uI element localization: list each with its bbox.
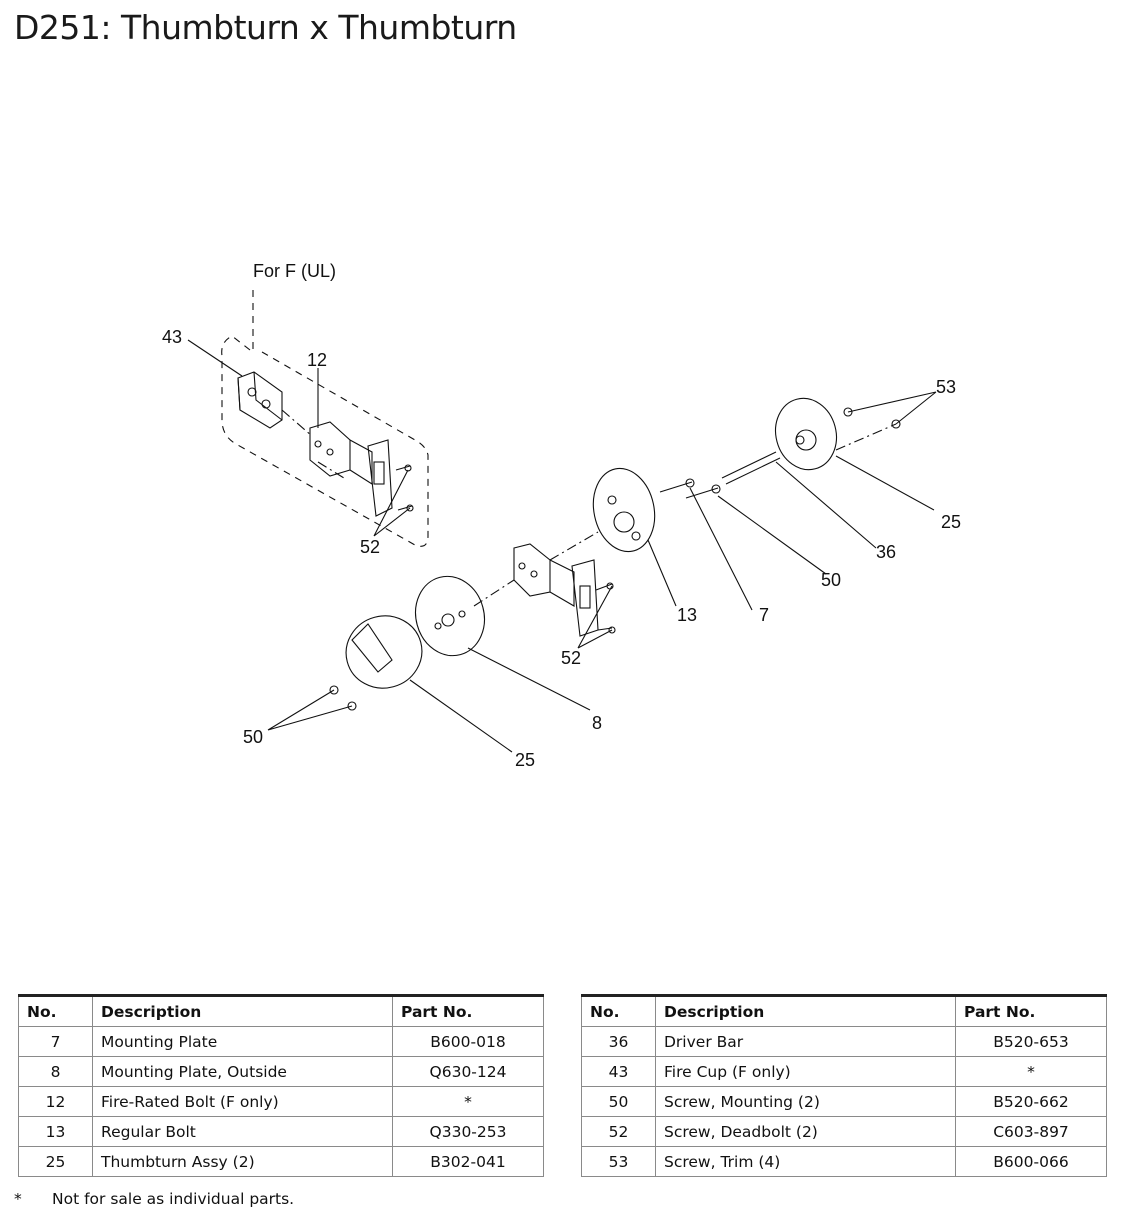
mounting-plate-part — [592, 467, 656, 553]
callout-53: 53 — [936, 377, 956, 397]
fire-bolt-part — [309, 421, 393, 517]
header-part-no: Part No. — [392, 995, 544, 1027]
thumbturn-rose-left — [345, 615, 423, 689]
callout-13: 13 — [677, 605, 697, 625]
callout-52-upper: 52 — [360, 537, 380, 557]
callout-25-left: 25 — [515, 750, 535, 770]
header-part-no: Part No. — [955, 995, 1107, 1027]
callout-12: 12 — [307, 350, 327, 370]
header-description: Description — [655, 995, 956, 1027]
callout-7: 7 — [759, 605, 769, 625]
footnote-symbol: * — [14, 1190, 22, 1208]
header-no: No. — [18, 995, 93, 1027]
header-description: Description — [92, 995, 393, 1027]
regular-bolt-part — [513, 543, 599, 637]
exploded-parts-diagram: For F (UL) 43 12 52 53 25 36 50 13 7 52 … — [162, 261, 961, 770]
fire-cup-part — [237, 371, 283, 429]
footnote-text: Not for sale as individual parts. — [52, 1190, 295, 1208]
driver-bar-part — [721, 451, 781, 485]
header-no: No. — [581, 995, 656, 1027]
leader-lines — [187, 339, 937, 753]
callout-8: 8 — [592, 713, 602, 733]
footnote: * Not for sale as individual parts. — [14, 1190, 294, 1208]
callout-50-left: 50 — [243, 727, 263, 747]
page-title: D251: Thumbturn x Thumbturn — [14, 8, 517, 47]
callout-50-right: 50 — [821, 570, 841, 590]
fire-rated-note: For F (UL) — [253, 261, 336, 281]
thumbturn-rose-right — [775, 397, 837, 471]
callout-43: 43 — [162, 327, 182, 347]
callout-25-right: 25 — [941, 512, 961, 532]
fire-rated-enclosure — [221, 290, 429, 547]
callout-36: 36 — [876, 542, 896, 562]
callout-52-lower: 52 — [561, 648, 581, 668]
outside-plate-part — [415, 575, 485, 657]
